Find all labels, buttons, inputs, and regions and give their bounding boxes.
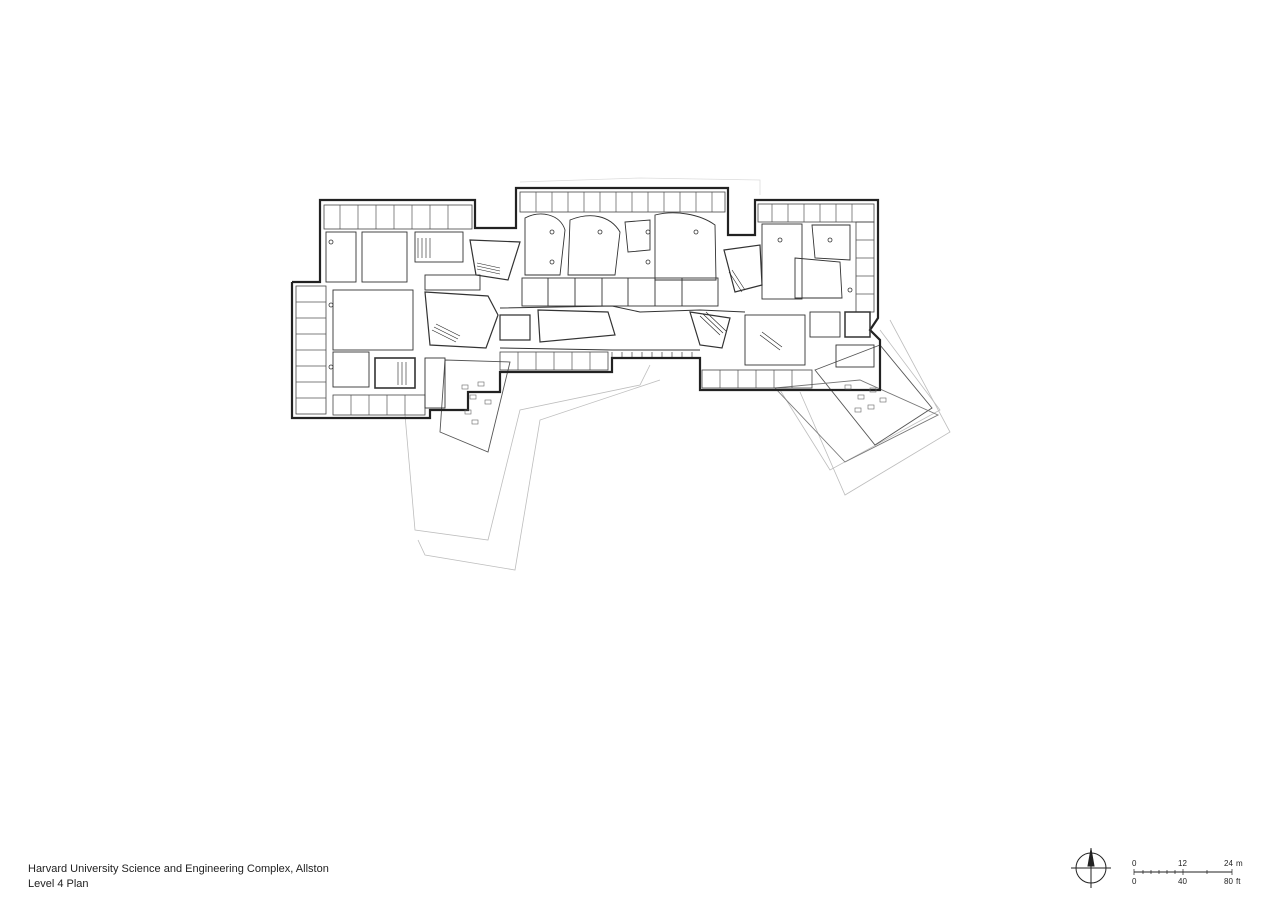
stairs xyxy=(397,238,783,385)
east-wing-rooms xyxy=(744,223,875,368)
scale-imperial-unit: ft xyxy=(1236,877,1241,886)
corridor xyxy=(499,305,746,351)
building-outline xyxy=(290,186,882,420)
columns xyxy=(328,229,853,370)
perimeter-offices xyxy=(295,191,875,416)
site-outlines xyxy=(404,177,951,571)
west-wing-rooms xyxy=(325,231,481,409)
scale-metric-unit: m xyxy=(1236,859,1243,868)
scale-imperial-40: 40 xyxy=(1178,877,1187,886)
office-partitions xyxy=(296,192,874,415)
terraces xyxy=(439,344,940,463)
terrace-furniture xyxy=(461,381,887,425)
scale-metric-24: 24 xyxy=(1224,859,1233,868)
scale-imperial-0: 0 xyxy=(1132,877,1137,886)
central-lab-pods xyxy=(521,212,719,307)
scale-metric-0: 0 xyxy=(1132,859,1137,868)
scale-bar: 0 12 24 m 0 40 80 ft xyxy=(1132,859,1243,886)
drawing-caption: Harvard University Science and Engineeri… xyxy=(28,862,329,892)
north-arrow-icon xyxy=(1071,848,1111,888)
atrium-voids xyxy=(424,239,763,349)
scale-metric-12: 12 xyxy=(1178,859,1187,868)
drawing-subtitle: Level 4 Plan xyxy=(28,878,89,890)
drawing-title: Harvard University Science and Engineeri… xyxy=(28,863,329,875)
scale-imperial-80: 80 xyxy=(1224,877,1233,886)
